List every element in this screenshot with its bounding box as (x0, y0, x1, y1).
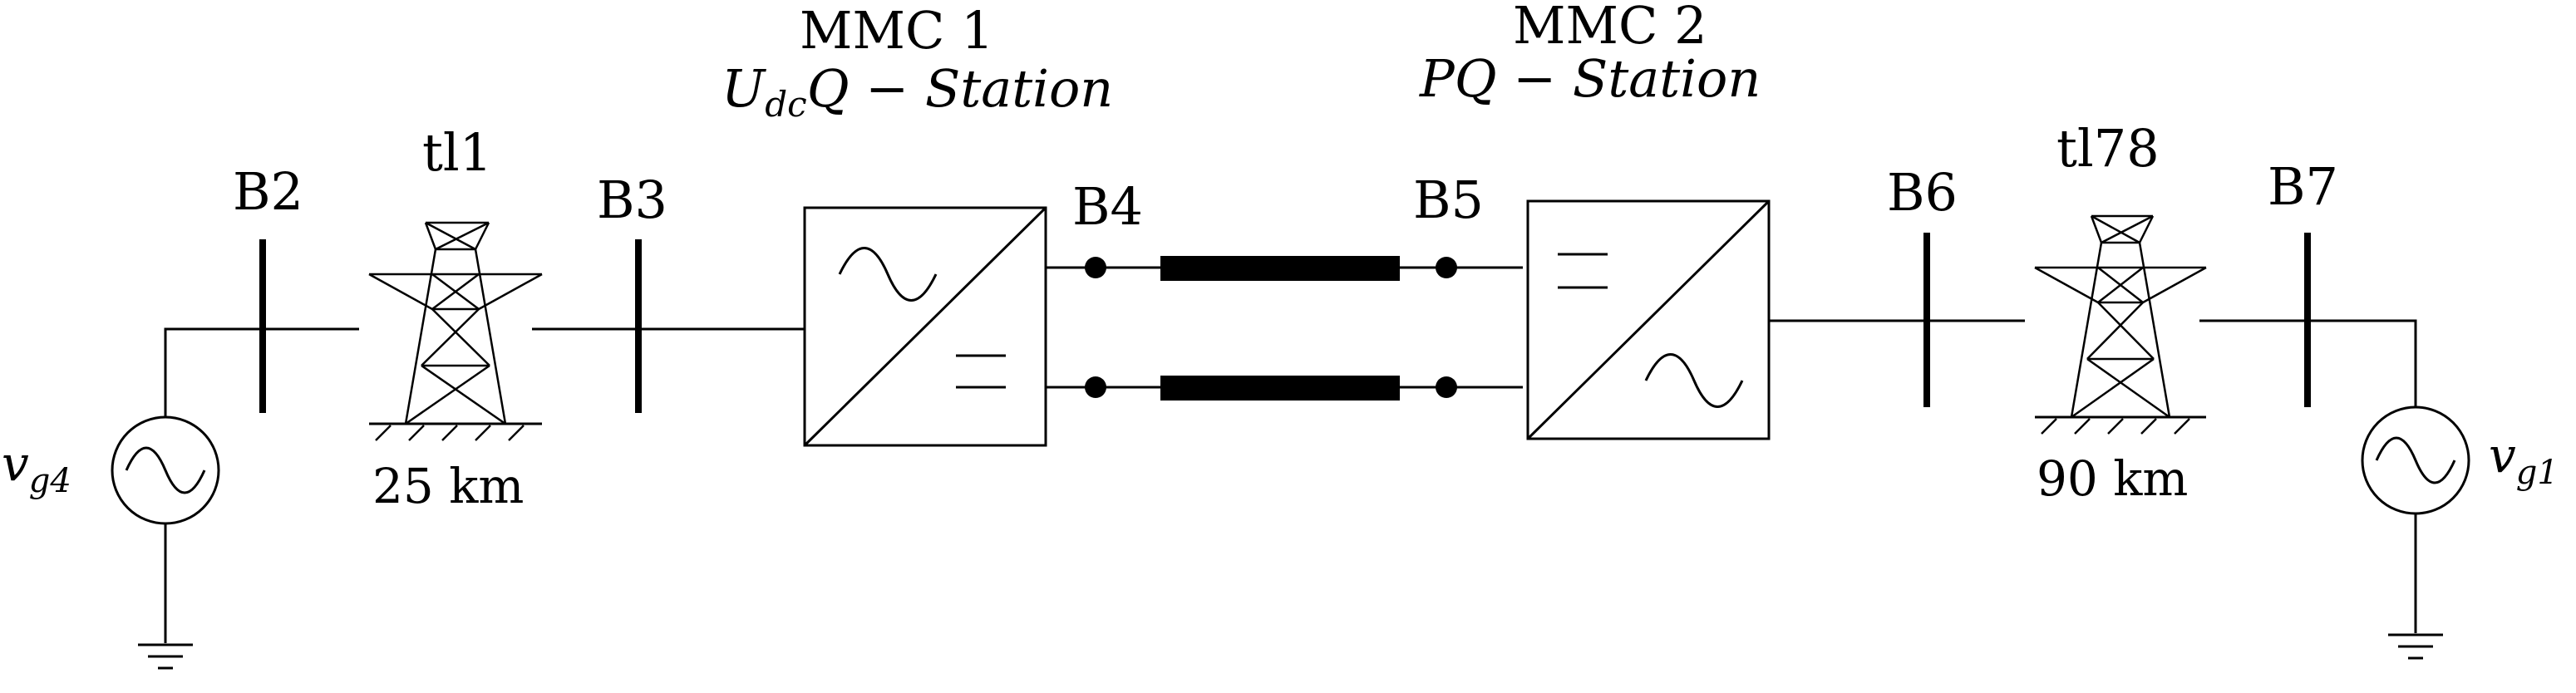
source-label-vg1: vg1 (2489, 427, 2559, 492)
dc-symbol-mmc2 (1558, 253, 1608, 289)
node-b4-neg (1085, 376, 1106, 398)
ground-symbol-right (2388, 633, 2443, 660)
node-b4-pos (1085, 257, 1106, 278)
dc-cable-negative (1160, 376, 1400, 401)
ground-symbol-left (138, 643, 193, 670)
mmc2-type: PQ − Station (1419, 48, 1761, 109)
converter-mmc2 (1526, 199, 1771, 440)
bus-label-b3: B3 (597, 170, 667, 230)
bus-label-b4: B4 (1072, 176, 1143, 237)
ac-symbol-mmc2 (1644, 353, 1744, 408)
mmc2-name: MMC 2 (1513, 0, 1707, 56)
ac-source-vg4 (111, 327, 263, 670)
transmission-tower-tl78 (2034, 214, 2207, 435)
line-label-tl78: tl78 (2056, 118, 2160, 179)
line-label-tl1: tl1 (422, 122, 492, 183)
converter-mmc1 (803, 206, 1047, 447)
node-b5-neg (1436, 376, 1457, 398)
bus-label-b5: B5 (1413, 170, 1484, 230)
dc-cable-positive (1160, 256, 1400, 281)
dc-link (1046, 256, 1523, 401)
bus-label-b7: B7 (2268, 156, 2338, 217)
node-b5-pos (1436, 257, 1457, 278)
dc-symbol-mmc1 (956, 354, 1006, 389)
bus-label-b2: B2 (233, 161, 303, 222)
mmc1-name: MMC 1 (800, 0, 994, 61)
ac-source-vg1 (2308, 319, 2470, 660)
bus-label-b6: B6 (1887, 162, 1958, 223)
line-length-tl1: 25 km (372, 458, 524, 514)
mmc1-type: UdcQ − Station (722, 58, 1113, 125)
ac-symbol-mmc1 (838, 247, 938, 302)
line-length-tl78: 90 km (2037, 450, 2188, 507)
source-label-vg4: vg4 (2, 435, 71, 500)
transmission-tower-tl1 (368, 221, 543, 441)
